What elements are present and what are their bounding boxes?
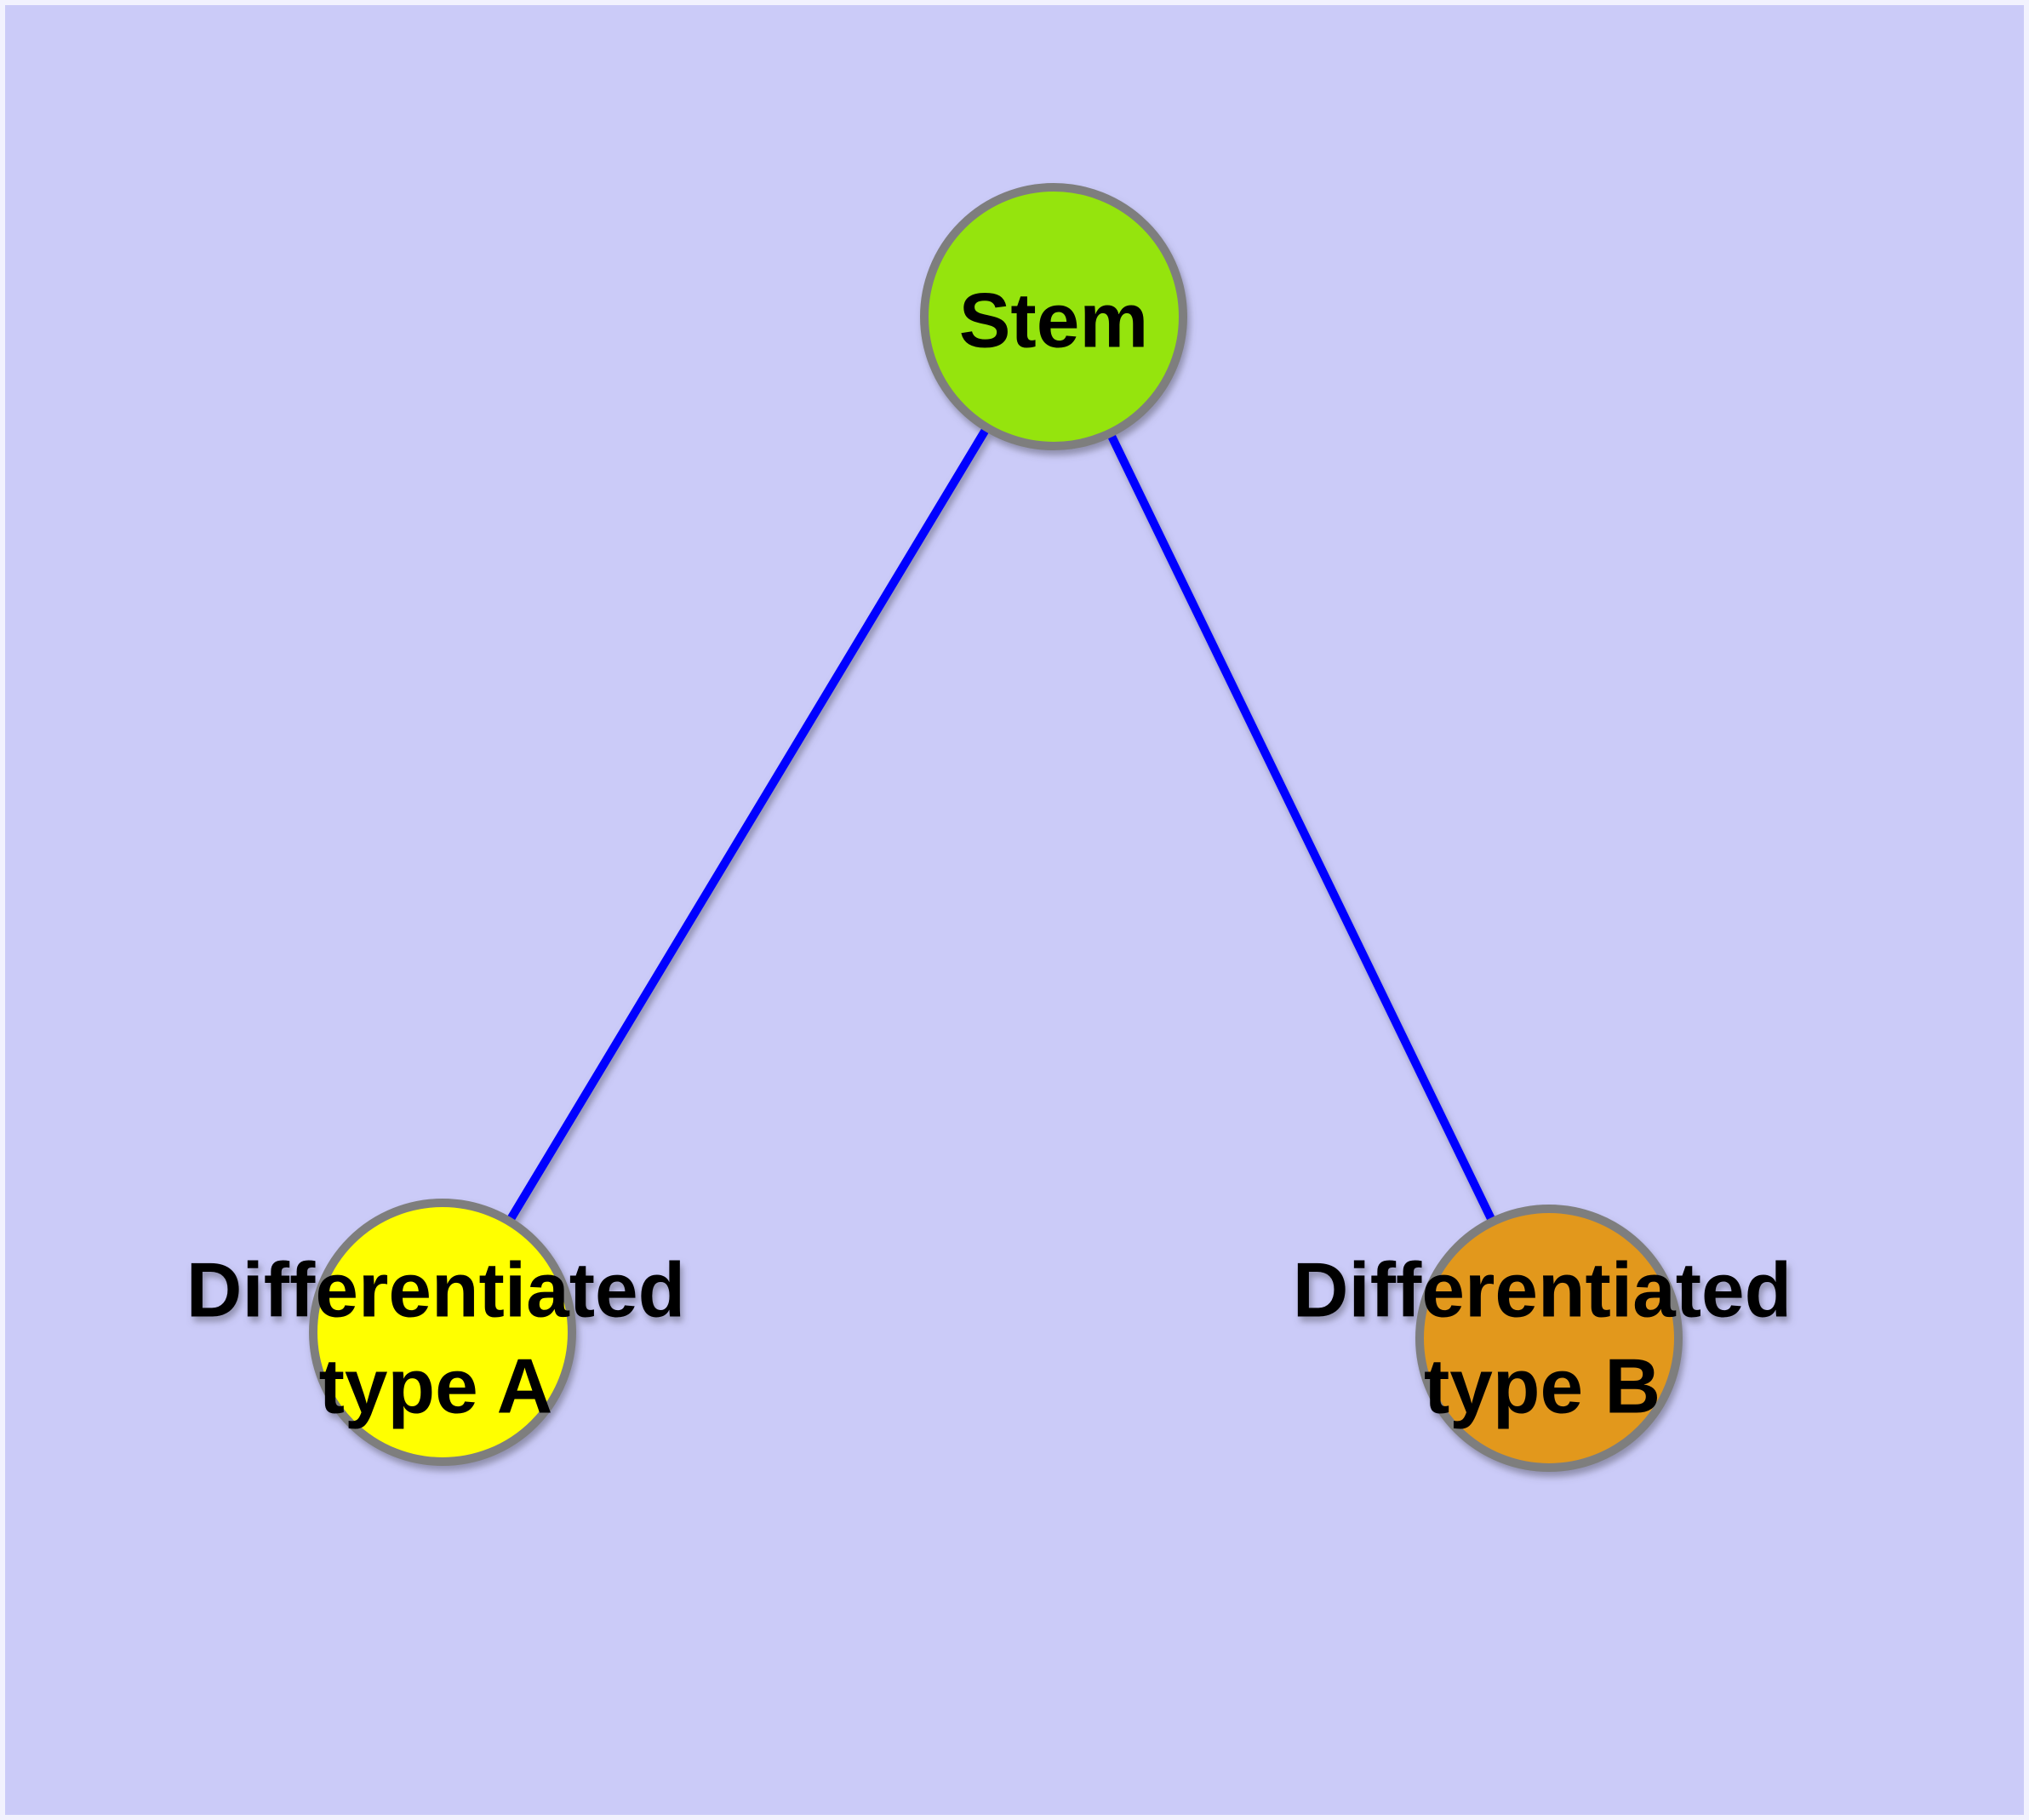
node-type-a-label-line2: type A [319,1344,553,1430]
node-type-b-label-line1: Differentiated [1293,1248,1792,1334]
node-differentiated-type-a [309,1199,576,1466]
node-differentiated-type-b [1415,1205,1683,1472]
node-type-a-label-line1: Differentiated [186,1248,686,1334]
edge-stem-to-type-b [1049,312,1553,1342]
edge-stem-to-type-a [438,312,1058,1336]
node-type-b-label-line2: type B [1424,1344,1660,1430]
node-stem-label: Stem [959,278,1149,364]
node-stem [920,183,1187,450]
